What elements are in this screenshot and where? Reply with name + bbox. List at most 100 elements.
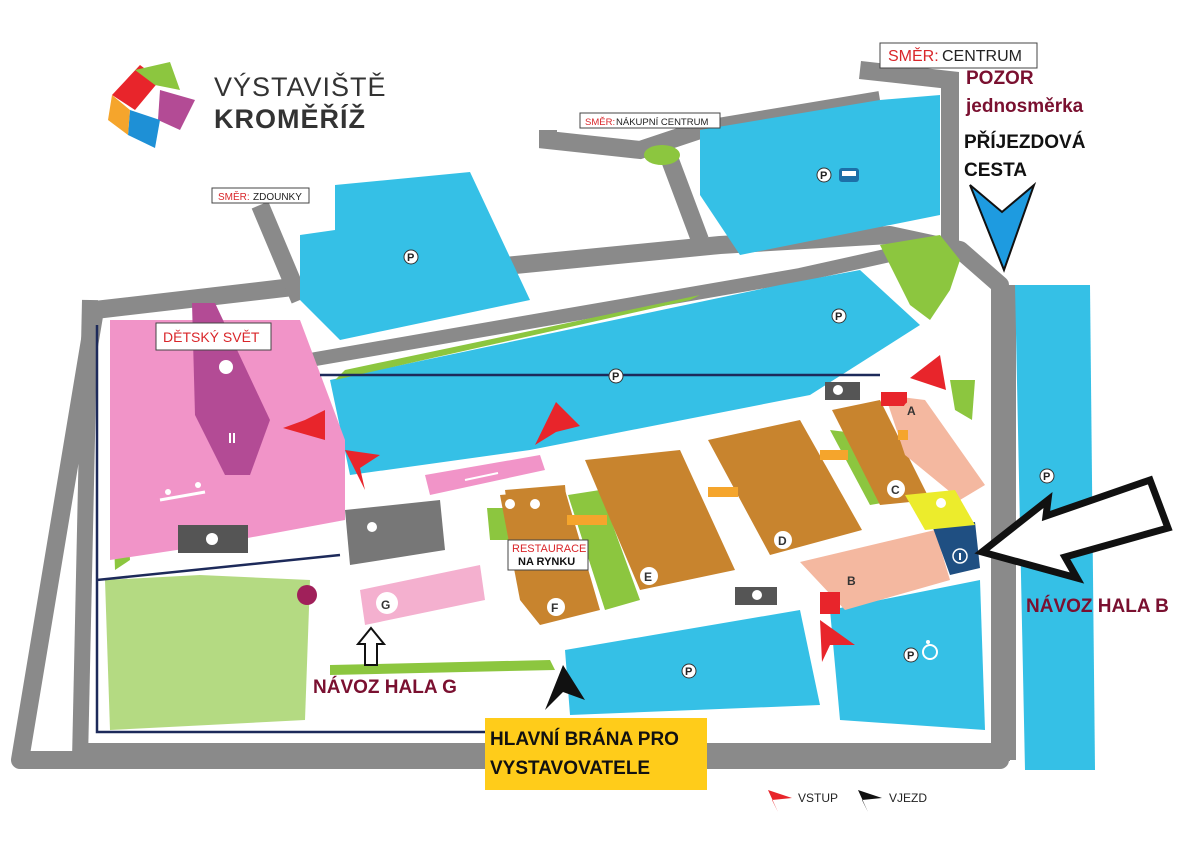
parking-marker: P — [903, 647, 919, 663]
hall-b — [800, 530, 950, 610]
dir-nakupni-dest: NÁKUPNÍ CENTRUM — [616, 117, 708, 128]
main-gate-line2: VYSTAVOVATELE — [490, 758, 650, 779]
warning-line2: jednosměrka — [965, 96, 1084, 117]
hall-e — [585, 450, 735, 590]
hall-g — [360, 565, 485, 625]
tree-icon — [297, 585, 317, 605]
info-block — [933, 522, 980, 575]
logo: VÝSTAVIŠTĚ KROMĚŘÍŽ — [108, 62, 386, 148]
kids-area-text: DĚTSKÝ SVĚT — [163, 329, 260, 345]
hall-a-entry — [881, 392, 907, 406]
access-road-line2: CESTA — [964, 160, 1027, 181]
delivery-arrow-b-icon — [974, 475, 1173, 584]
dir-centrum-dest: CENTRUM — [942, 48, 1022, 65]
upper-inner-road — [308, 248, 892, 367]
delivery-arrow-g-icon — [355, 626, 387, 666]
hall-b-entry — [820, 592, 840, 614]
hall-b-label: B — [847, 574, 856, 588]
delivery-hala-b: NÁVOZ HALA B — [1026, 595, 1169, 617]
svg-text:P: P — [685, 666, 692, 678]
svg-text:P: P — [835, 311, 842, 323]
parking-marker: P — [816, 167, 832, 183]
legend-vjezd: VJEZD — [889, 791, 927, 805]
legend: VSTUP VJEZD — [768, 790, 927, 812]
playground-icon — [464, 472, 499, 481]
hall-g-label: G — [381, 598, 390, 612]
connector-3 — [820, 450, 848, 460]
toilet-icon — [206, 385, 946, 600]
road-curve — [661, 156, 709, 244]
svg-text:P: P — [907, 650, 914, 662]
svg-text:P: P — [820, 170, 827, 182]
entry-arrow-icon — [820, 620, 855, 662]
parking-marker: P — [831, 308, 847, 324]
green-top-right — [880, 235, 960, 320]
bus-icon — [839, 168, 859, 182]
restaurant-line2: NA RYNKU — [518, 556, 575, 568]
hall-e-label: E — [644, 570, 652, 584]
entry-arrows — [283, 355, 946, 662]
legend-vehicle-arrow-icon — [858, 790, 882, 812]
entry-arrow-icon — [345, 450, 380, 490]
hall-a-label: A — [907, 404, 916, 418]
parking-marker: P — [681, 663, 697, 679]
roundabout-island — [644, 145, 680, 165]
road-zdounky — [251, 201, 309, 304]
connector-4 — [898, 430, 908, 440]
halls — [345, 382, 985, 625]
legend-vstup: VSTUP — [798, 791, 838, 805]
parking-marker: P — [403, 249, 419, 265]
connector-1 — [567, 515, 607, 525]
kids-area-label: DĚTSKÝ SVĚT — [155, 322, 272, 351]
wheelchair-icon — [922, 640, 938, 660]
hall-c-label: C — [891, 483, 900, 497]
delivery-hala-g: NÁVOZ HALA G — [313, 676, 457, 698]
direction-centrum: SMĚR: CENTRUM — [879, 42, 1038, 69]
entry-arrow-icon — [283, 410, 325, 440]
restaurant-line1: RESTAURACE — [512, 543, 586, 555]
green-strip-bottom — [330, 660, 555, 675]
dir-centrum-prefix: SMĚR: — [888, 46, 939, 65]
dir-zdounky-dest: ZDOUNKY — [253, 192, 302, 203]
svg-text:P: P — [612, 371, 619, 383]
logo-line2: KROMĚŘÍŽ — [214, 103, 366, 134]
parking-middle — [330, 270, 920, 475]
info-icon — [952, 548, 968, 564]
legend-entry-arrow-icon — [768, 790, 792, 812]
parking-bottom-center — [565, 610, 820, 715]
kids-area — [110, 303, 345, 560]
grey-building — [345, 500, 445, 565]
green-bottom-left — [105, 575, 310, 730]
hall-c — [832, 400, 930, 505]
dir-zdounky-prefix: SMĚR: — [218, 190, 250, 203]
hall-letters: A B C D E F G — [376, 401, 921, 616]
hall-d — [708, 420, 862, 555]
entry-arrow-icon — [535, 402, 580, 445]
parking-marker: P — [1039, 468, 1055, 484]
parking-marker: P — [608, 368, 624, 384]
playground-icon — [159, 482, 206, 502]
logo-mark — [108, 62, 195, 148]
svg-text:P: P — [407, 252, 414, 264]
hall-a — [885, 395, 985, 500]
connector-2 — [708, 487, 738, 497]
baby-care-icon — [219, 360, 233, 374]
entry-arrow-icon — [910, 355, 946, 390]
road-centrum — [859, 61, 959, 260]
green-right-triangle — [950, 380, 975, 420]
direction-nakupni: SMĚR: NÁKUPNÍ CENTRUM — [579, 112, 721, 129]
left-road — [72, 299, 98, 761]
dir-nakupni-prefix: SMĚR: — [585, 117, 615, 128]
hall-d-label: D — [778, 534, 787, 548]
fence-line — [95, 325, 880, 734]
main-gate-line1: HLAVNÍ BRÁNA PRO — [490, 728, 679, 750]
access-road-line1: PŘÍJEZDOVÁ — [964, 131, 1086, 153]
restaurant-icon — [229, 433, 235, 443]
restaurant-icon — [530, 499, 540, 509]
restaurant-sign-box — [507, 539, 589, 571]
yellow-block-2 — [905, 490, 975, 530]
parking-markers: P P P P P P P — [403, 167, 1055, 679]
warning-line1: POZOR — [966, 68, 1034, 89]
